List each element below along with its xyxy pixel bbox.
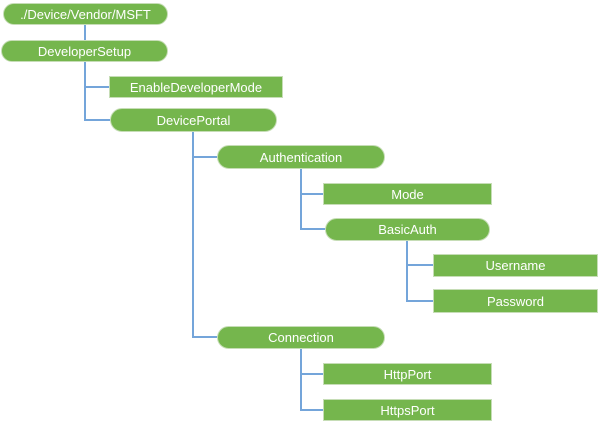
tree-node-enable-developer-mode: EnableDeveloperMode [109, 76, 283, 98]
connector-line [85, 119, 111, 121]
connector-line [84, 62, 86, 121]
connector-line [407, 300, 434, 302]
tree-node-device-portal: DevicePortal [110, 108, 277, 132]
connector-line [193, 336, 218, 338]
connector-line [301, 228, 326, 230]
connector-line [192, 132, 194, 338]
connector-line [407, 264, 434, 266]
tree-node-device-vendor-msft: ./Device/Vendor/MSFT [3, 3, 168, 25]
connector-line [301, 193, 324, 195]
connector-line [300, 169, 302, 230]
tree-node-username: Username [433, 254, 598, 277]
tree-node-https-port: HttpsPort [323, 399, 492, 421]
tree-node-authentication: Authentication [217, 145, 385, 169]
connector-line [301, 409, 324, 411]
connector-line [193, 156, 218, 158]
connector-line [84, 25, 86, 41]
tree-node-password: Password [433, 289, 598, 313]
tree-node-http-port: HttpPort [323, 363, 492, 385]
tree-node-developer-setup: DeveloperSetup [1, 40, 168, 62]
connector-line [85, 86, 110, 88]
connector-line [300, 349, 302, 411]
tree-node-connection: Connection [217, 326, 385, 349]
tree-node-mode: Mode [323, 183, 492, 205]
connector-line [406, 241, 408, 302]
tree-node-basic-auth: BasicAuth [325, 218, 490, 241]
connector-line [301, 373, 324, 375]
